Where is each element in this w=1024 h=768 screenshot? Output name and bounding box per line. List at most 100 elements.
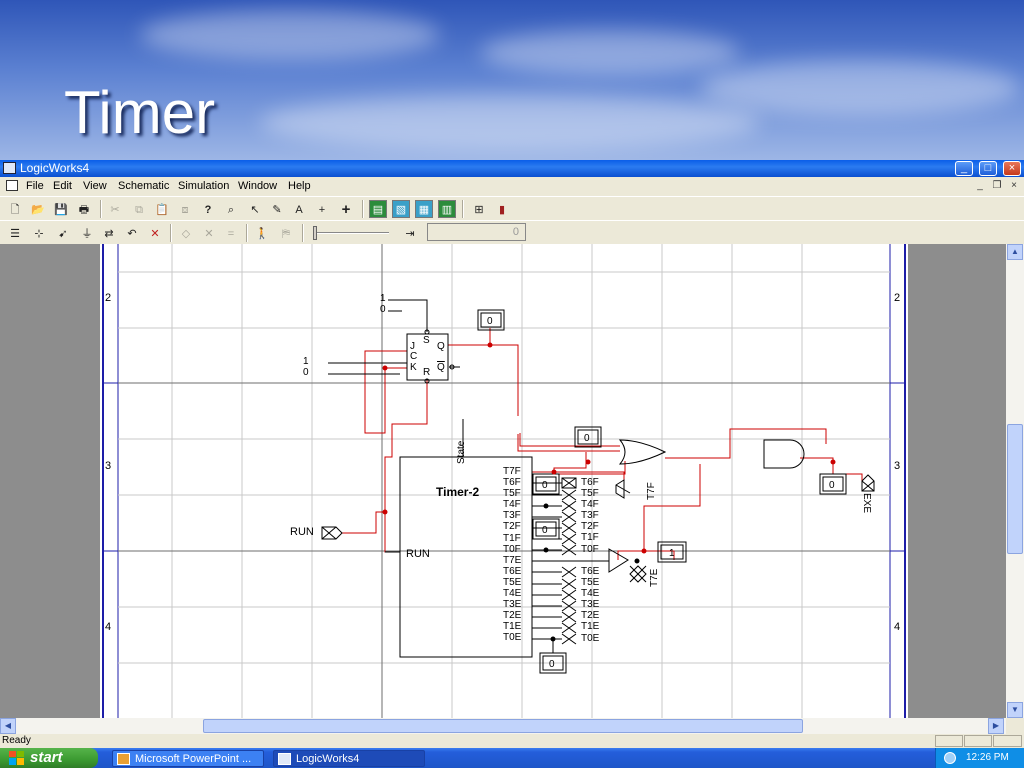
start-button[interactable]: start	[0, 748, 98, 768]
chip-icon[interactable]: ▤	[369, 200, 387, 218]
signal-label: T0E	[581, 632, 600, 644]
mdi-restore-button[interactable]: ❐	[992, 180, 1002, 191]
copy-icon[interactable]: ⧉	[135, 204, 143, 216]
taskbar-item-powerpoint[interactable]: Microsoft PowerPoint ...	[112, 750, 264, 767]
save-icon[interactable]: 💾	[54, 204, 68, 216]
schematic-sheet[interactable]: 2 2 3 3 4 4	[100, 244, 908, 718]
ff-pin-c: C	[410, 351, 418, 362]
mdi-close-button[interactable]: ×	[1011, 180, 1017, 191]
title-bar[interactable]: LogicWorks4 _ □ ×	[0, 160, 1024, 177]
text-tool-icon[interactable]: A	[295, 204, 303, 216]
menu-edit[interactable]: Edit	[53, 180, 72, 192]
grid-label-row-3: 3	[894, 460, 901, 472]
ground-icon[interactable]: ⏚	[81, 228, 93, 240]
delete-icon[interactable]: ✕	[150, 228, 160, 240]
ff-pin-s: S	[423, 335, 430, 346]
document-icon[interactable]	[6, 180, 18, 191]
mdi-minimize-button[interactable]: _	[977, 180, 983, 191]
probe-t7e[interactable]: 1	[669, 548, 675, 559]
menu-bar: File Edit View Schematic Simulation Wind…	[0, 177, 1024, 195]
ff-pin-k: K	[410, 362, 417, 373]
ff-input-value-1[interactable]: 1	[380, 293, 386, 304]
pin-label: T1F	[503, 532, 521, 544]
menu-simulation[interactable]: Simulation	[178, 180, 230, 192]
signal-label: T1F	[581, 532, 599, 544]
menu-help[interactable]: Help	[288, 180, 311, 192]
menu-window[interactable]: Window	[238, 180, 278, 192]
cut-icon[interactable]: ✂	[110, 204, 120, 216]
run-icon[interactable]: ⛿	[282, 228, 290, 240]
open-icon[interactable]: 📂	[31, 204, 45, 216]
status-cell	[964, 735, 992, 747]
pointer-icon[interactable]: ↖	[250, 204, 260, 216]
flip-icon[interactable]: ⇄	[104, 228, 114, 240]
pin-label: T2F	[503, 521, 521, 533]
menu-file[interactable]: File	[26, 180, 44, 192]
zoom-icon[interactable]: ⌕	[227, 204, 235, 216]
device-icon[interactable]: ⊞	[474, 204, 484, 216]
help-icon[interactable]: ?	[204, 204, 212, 216]
toolbar-separator	[100, 200, 102, 218]
crosshair-icon[interactable]: +	[318, 204, 326, 216]
probe-t0e[interactable]: 0	[549, 659, 555, 670]
wire-pen-icon[interactable]: ✎	[272, 204, 282, 216]
pin-label: T3E	[503, 599, 522, 611]
timing-icon[interactable]: ▦	[415, 200, 433, 218]
print-icon[interactable]: 🖶	[78, 204, 90, 216]
add-icon[interactable]: +	[341, 201, 351, 218]
powerpoint-icon	[117, 753, 130, 765]
step-icon[interactable]: ⇥	[405, 228, 415, 240]
new-icon[interactable]: 🗋	[10, 204, 20, 216]
probe-icon[interactable]: ⊹	[34, 228, 44, 240]
taskbar-item-logicworks[interactable]: LogicWorks4	[273, 750, 425, 767]
menu-schematic[interactable]: Schematic	[118, 180, 170, 192]
ff-input-value-4[interactable]: 0	[303, 367, 309, 378]
equals-icon[interactable]: =	[227, 228, 235, 240]
time-value-field[interactable]: 0	[427, 223, 526, 241]
state-label: State	[456, 440, 467, 464]
waveform-icon[interactable]: ▧	[392, 200, 410, 218]
vertical-scroll-thumb[interactable]	[1007, 424, 1023, 554]
duplicate-icon[interactable]: ⧈	[181, 204, 189, 216]
probe-t2f[interactable]: 0	[542, 525, 548, 536]
scroll-up-icon[interactable]: ▲	[1007, 244, 1023, 260]
speed-slider-thumb[interactable]	[313, 226, 317, 240]
probe-or-input[interactable]: 0	[584, 433, 590, 444]
pin-label: T4F	[503, 499, 521, 511]
vertical-scrollbar[interactable]: ▲ ▼	[1006, 244, 1024, 718]
maximize-button[interactable]: □	[979, 161, 997, 176]
signal-label: T3E	[581, 599, 600, 611]
tray-arrow-icon[interactable]	[944, 752, 956, 764]
toolbar-separator	[170, 224, 172, 242]
taskbar-item-label: Microsoft PowerPoint ...	[135, 753, 252, 765]
signal-label: T5F	[581, 488, 599, 500]
walk-icon[interactable]: 🚶	[255, 228, 269, 240]
ff-input-value-3[interactable]: 1	[303, 356, 309, 367]
clock[interactable]: 12:26 PM	[966, 752, 1009, 763]
status-text: Ready	[2, 735, 31, 746]
diamond-icon[interactable]: ◇	[181, 228, 191, 240]
t7f-label: T7F	[646, 482, 657, 500]
menu-view[interactable]: View	[83, 180, 107, 192]
align-icon[interactable]: ☰	[10, 228, 20, 240]
schematic-canvas[interactable]: 2 2 3 3 4 4	[0, 244, 1006, 718]
scroll-left-icon[interactable]: ◀	[0, 718, 16, 734]
chart-icon[interactable]: ▮	[498, 204, 506, 216]
ff-input-value-2[interactable]: 0	[380, 304, 386, 315]
scroll-down-icon[interactable]: ▼	[1007, 702, 1023, 718]
undo-icon[interactable]: ↶	[127, 228, 137, 240]
cross-icon[interactable]: ✕	[204, 228, 214, 240]
close-button[interactable]: ×	[1003, 161, 1021, 176]
library-icon[interactable]: ▥	[438, 200, 456, 218]
probe-ff-q[interactable]: 0	[487, 316, 493, 327]
minimize-button[interactable]: _	[955, 161, 973, 176]
horizontal-scrollbar[interactable]: ◀ ▶	[0, 718, 1006, 734]
probe-t6f[interactable]: 0	[542, 480, 548, 491]
gun-icon[interactable]: ➹	[58, 228, 68, 240]
scroll-right-icon[interactable]: ▶	[988, 718, 1004, 734]
paste-icon[interactable]: 📋	[155, 204, 169, 216]
speed-slider-track[interactable]	[315, 232, 389, 234]
probe-and-output[interactable]: 0	[829, 480, 835, 491]
horizontal-scroll-thumb[interactable]	[203, 719, 803, 733]
device-name[interactable]: Timer-2	[436, 485, 480, 499]
